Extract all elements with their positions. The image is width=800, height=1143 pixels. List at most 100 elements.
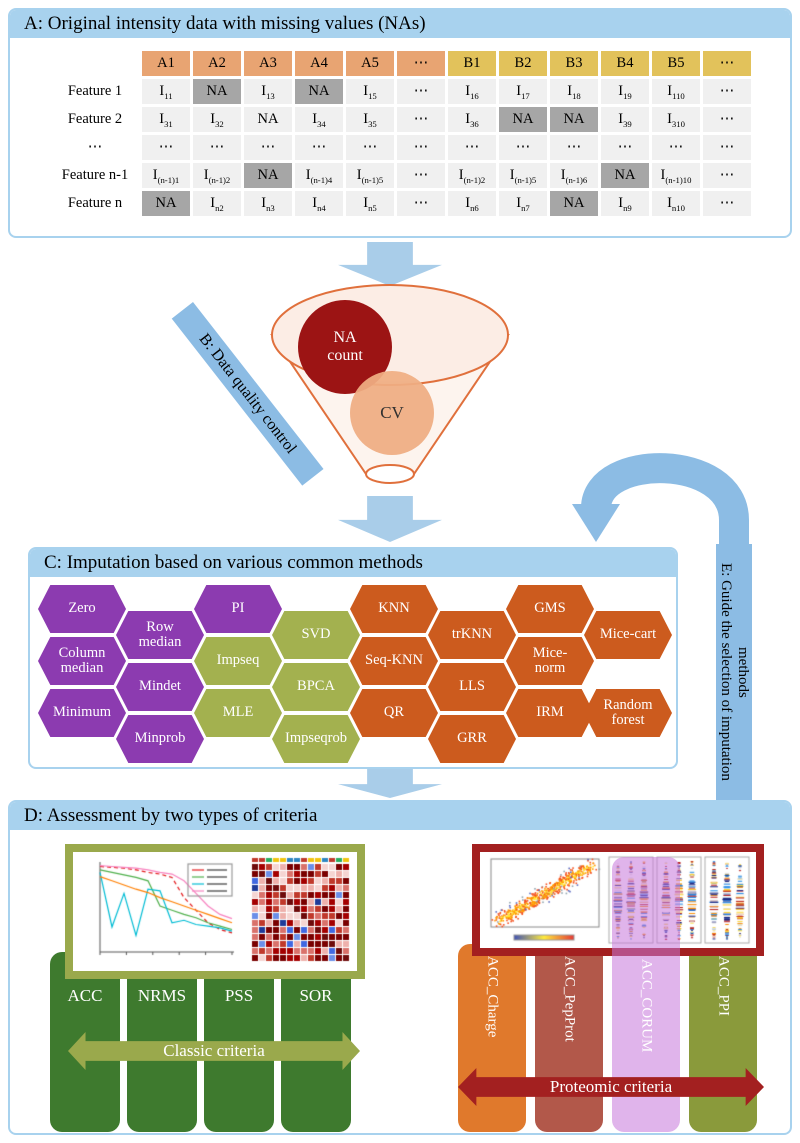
method-hexagon: Column median (38, 637, 126, 685)
data-cell: I18 (550, 79, 598, 104)
data-cell: In7 (499, 191, 547, 216)
density-scatter-plot (482, 855, 605, 945)
panel-d-title: D: Assessment by two types of criteria (10, 802, 790, 830)
data-cell: I(n-1)2 (448, 163, 496, 188)
proteomic-pillar: ACC_Charge (458, 944, 526, 1132)
proteomic-pillar-label: ACC_PepProt (561, 956, 578, 1042)
method-hexagon: Impseqrob (272, 715, 360, 763)
row-label-cell: Feature 1 (67, 83, 123, 99)
data-cell: NA (295, 79, 343, 104)
data-cell: I(n-1)5 (499, 163, 547, 188)
cv-bubble: CV (350, 371, 434, 455)
data-cell: ⋯ (193, 135, 241, 160)
column-header-cell: ⋯ (703, 51, 751, 76)
arrow-c-to-d-icon (338, 769, 442, 798)
data-cell: I(n-1)4 (295, 163, 343, 188)
row-label-cell: ⋯ (87, 139, 103, 155)
data-cell: ⋯ (397, 107, 445, 132)
method-hexagon: KNN (350, 585, 438, 633)
panel-a: A: Original intensity data with missing … (8, 8, 792, 238)
method-hexagon: Mindet (116, 663, 204, 711)
data-cell: NA (601, 163, 649, 188)
data-cell: In6 (448, 191, 496, 216)
feedback-curve (581, 453, 749, 578)
method-hexagon: Random forest (584, 689, 672, 737)
data-cell: NA (244, 163, 292, 188)
classic-pillar-label: NRMS (137, 986, 187, 1005)
method-hexagon: trKNN (428, 611, 516, 659)
proteomic-pillar: ACC_PepProt (535, 944, 603, 1132)
data-cell: I31 (142, 107, 190, 132)
corner-cell (51, 51, 139, 76)
data-cell: NA (244, 107, 292, 132)
data-cell: In5 (346, 191, 394, 216)
panel-e-title: E: Guide the selection of imputation met… (716, 544, 752, 800)
data-cell: I39 (601, 107, 649, 132)
data-cell: I(n-1)5 (346, 163, 394, 188)
na-count-label: NA count (327, 329, 363, 364)
data-cell: I32 (193, 107, 241, 132)
data-cell: I110 (652, 79, 700, 104)
proteomic-pillar-label: ACC_Charge (484, 956, 501, 1038)
column-header-cell: A3 (244, 51, 292, 76)
method-label: Column median (58, 644, 106, 676)
data-cell: I17 (499, 79, 547, 104)
method-hexagon: BPCA (272, 663, 360, 711)
feedback-arrowhead (572, 504, 620, 542)
data-cell: ⋯ (295, 135, 343, 160)
data-cell: ⋯ (601, 135, 649, 160)
row-label-cell: Feature n (67, 195, 123, 211)
correlation-heatmap (244, 855, 351, 968)
data-cell: ⋯ (397, 79, 445, 104)
data-cell: I35 (346, 107, 394, 132)
method-label: Mice-norm (532, 644, 568, 676)
column-header-cell: A5 (346, 51, 394, 76)
table-row: ⋯⋯⋯⋯⋯⋯⋯⋯⋯⋯⋯⋯⋯ (51, 135, 751, 160)
method-hexagon: Minprob (116, 715, 204, 763)
data-cell: I19 (601, 79, 649, 104)
method-label: GRR (457, 730, 487, 747)
proteomic-pillar-label: ACC_CORUM (638, 959, 655, 1053)
method-hexagon: SVD (272, 611, 360, 659)
panel-d: D: Assessment by two types of criteria C… (8, 800, 792, 1135)
data-cell: ⋯ (703, 163, 751, 188)
data-cell: ⋯ (703, 107, 751, 132)
data-cell: I13 (244, 79, 292, 104)
method-label: Row median (138, 618, 182, 650)
method-hexagon: LLS (428, 663, 516, 711)
data-cell: ⋯ (448, 135, 496, 160)
method-hexagon: IRM (506, 689, 594, 737)
data-cell: ⋯ (346, 135, 394, 160)
column-header-cell: B3 (550, 51, 598, 76)
data-cell: ⋯ (397, 163, 445, 188)
method-hexagon: Mice-cart (584, 611, 672, 659)
method-label: Impseq (216, 652, 260, 669)
data-cell: In9 (601, 191, 649, 216)
data-cell: ⋯ (652, 135, 700, 160)
cv-label: CV (380, 403, 404, 423)
panel-c: C: Imputation based on various common me… (28, 547, 678, 769)
classic-pillar-label: PSS (224, 986, 254, 1005)
method-label: PI (231, 600, 245, 617)
method-label: Seq-KNN (365, 652, 423, 669)
data-cell: ⋯ (397, 191, 445, 216)
method-label: Random forest (603, 696, 653, 728)
method-label: Minprob (134, 730, 186, 747)
data-cell: In4 (295, 191, 343, 216)
column-header-cell: B1 (448, 51, 496, 76)
data-cell: ⋯ (703, 135, 751, 160)
data-cell: NA (550, 191, 598, 216)
data-cell: ⋯ (703, 79, 751, 104)
method-label: MLE (222, 704, 254, 721)
method-label: Mice-cart (599, 626, 657, 643)
data-cell: I36 (448, 107, 496, 132)
method-label: GMS (534, 600, 566, 617)
data-cell: NA (550, 107, 598, 132)
data-cell: In2 (193, 191, 241, 216)
